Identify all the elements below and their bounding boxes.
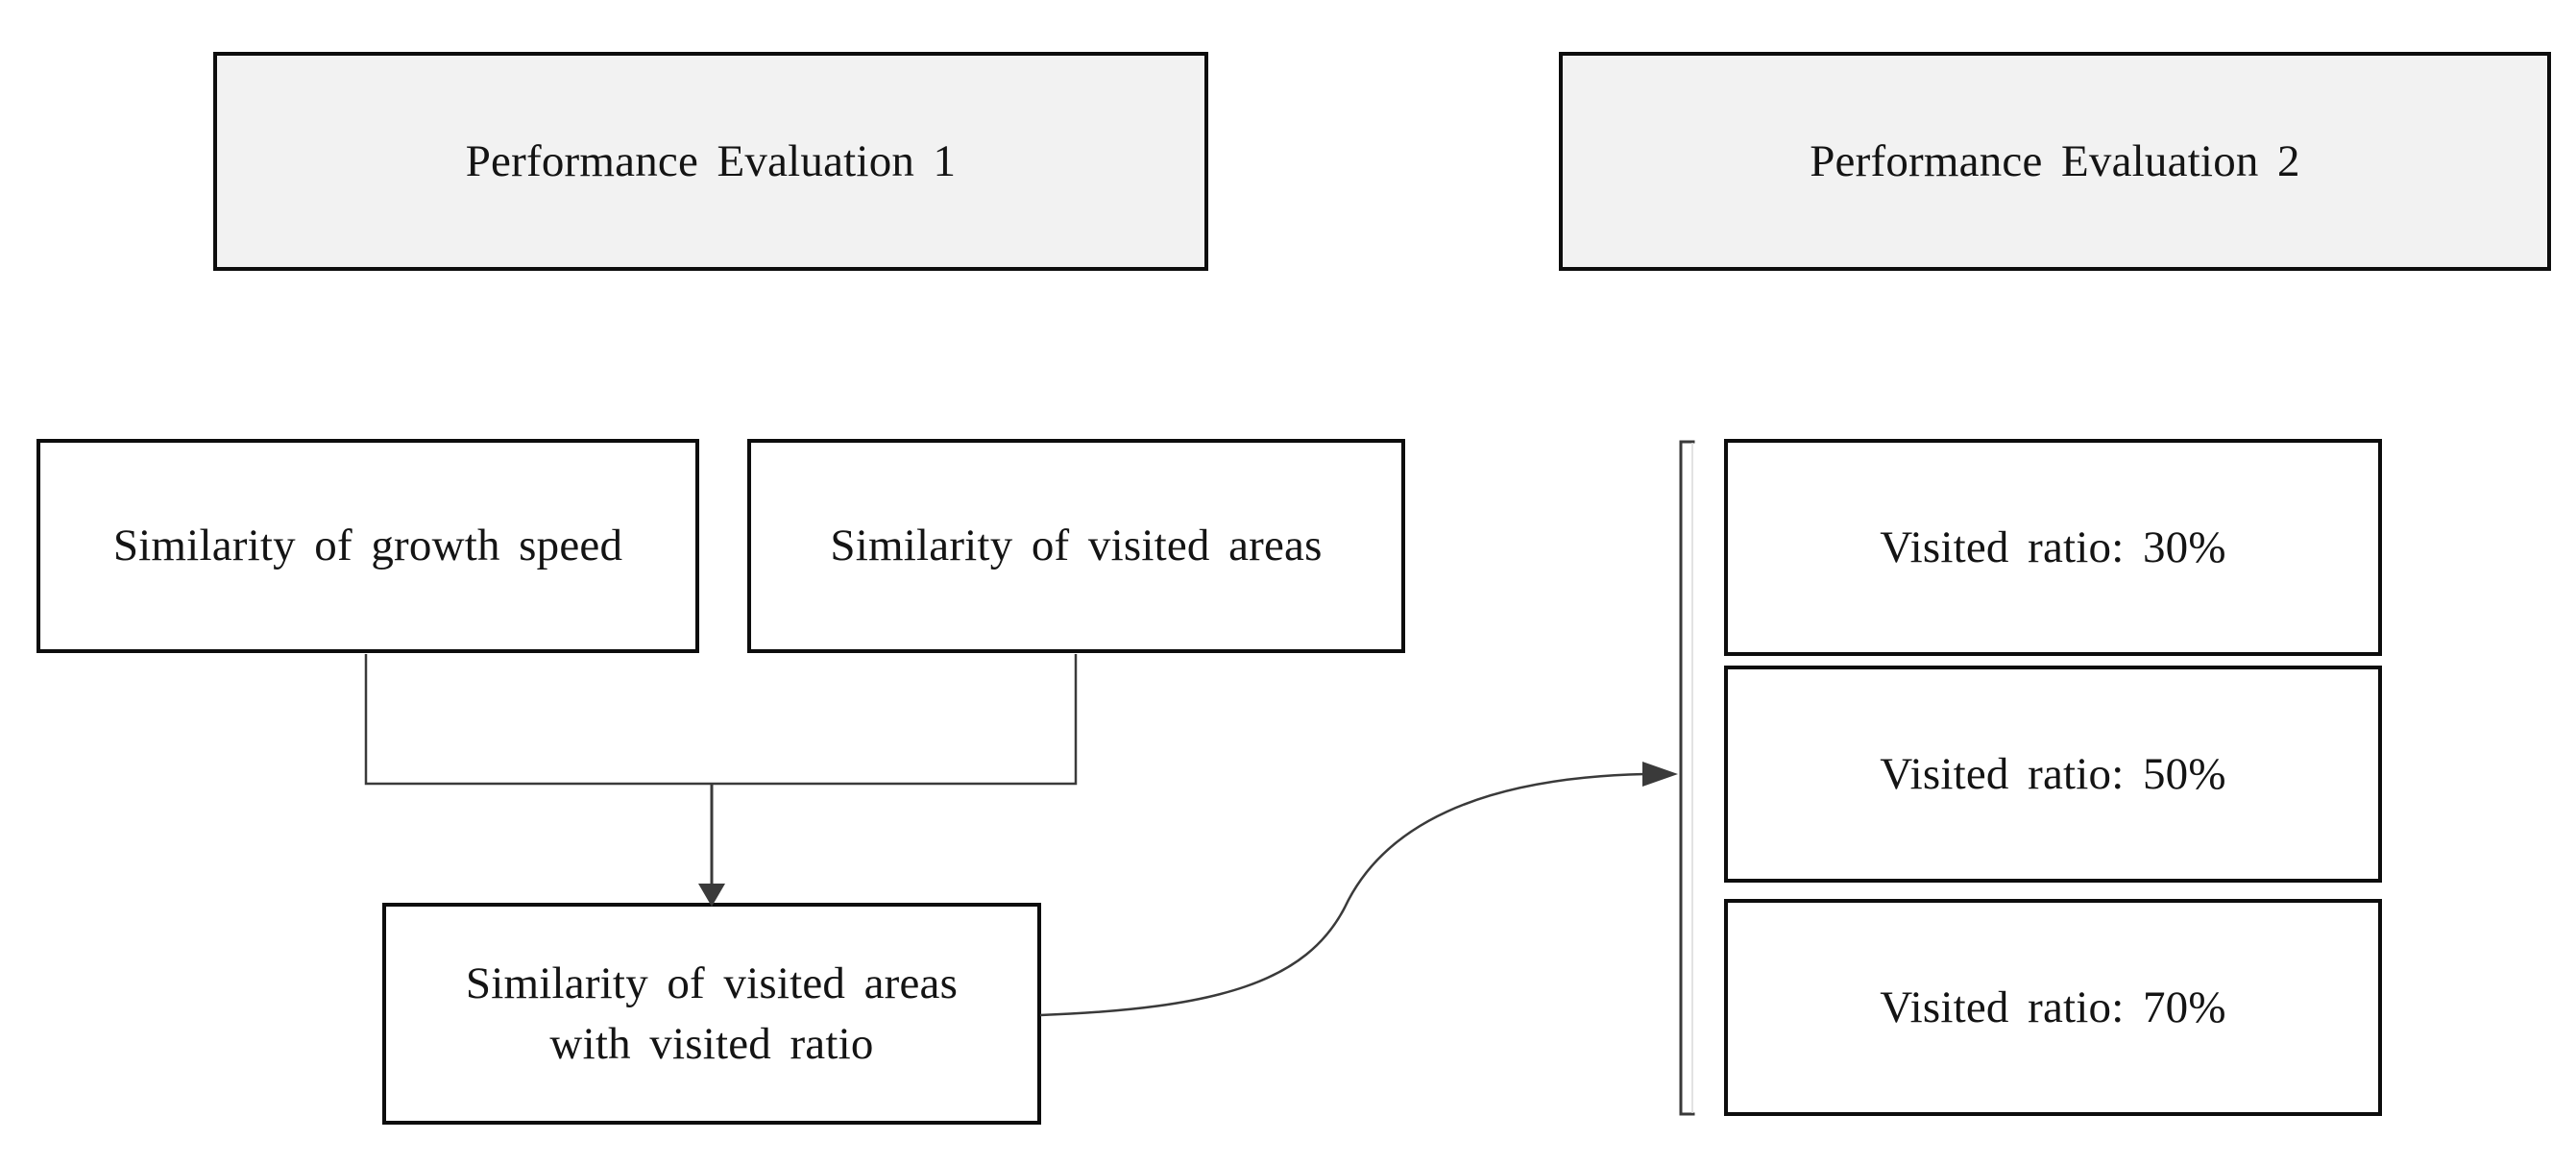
box-visited-ratio-30: Visited ratio: 30% <box>1724 439 2382 656</box>
box-similarity-visited-areas-with-ratio: Similarity of visited areas with visited… <box>382 903 1041 1125</box>
curved-arrow-line <box>1039 772 1645 1017</box>
header-box-performance-evaluation-1: Performance Evaluation 1 <box>213 52 1208 271</box>
label-result-line2: with visited ratio <box>549 1018 874 1069</box>
label-similarity-visited-areas: Similarity of visited areas <box>830 521 1323 571</box>
header-label-performance-evaluation-2: Performance Evaluation 2 <box>1810 135 2300 186</box>
box-similarity-visited-areas: Similarity of visited areas <box>747 439 1405 653</box>
label-result-line1: Similarity of visited areas <box>465 958 959 1009</box>
box-visited-ratio-70: Visited ratio: 70% <box>1724 899 2382 1116</box>
header-box-performance-evaluation-2: Performance Evaluation 2 <box>1559 52 2551 271</box>
box-visited-ratio-50: Visited ratio: 50% <box>1724 666 2382 883</box>
box-similarity-growth-speed: Similarity of growth speed <box>36 439 699 653</box>
label-similarity-growth-speed: Similarity of growth speed <box>112 521 623 571</box>
label-visited-ratio-50: Visited ratio: 50% <box>1880 748 2226 799</box>
header-label-performance-evaluation-1: Performance Evaluation 1 <box>465 135 957 186</box>
right-arrow-icon <box>1642 762 1678 787</box>
label-visited-ratio-30: Visited ratio: 30% <box>1880 521 2226 572</box>
merge-connector-line <box>364 654 1078 786</box>
left-bracket-icon <box>1679 440 1695 1116</box>
label-visited-ratio-70: Visited ratio: 70% <box>1880 982 2226 1032</box>
